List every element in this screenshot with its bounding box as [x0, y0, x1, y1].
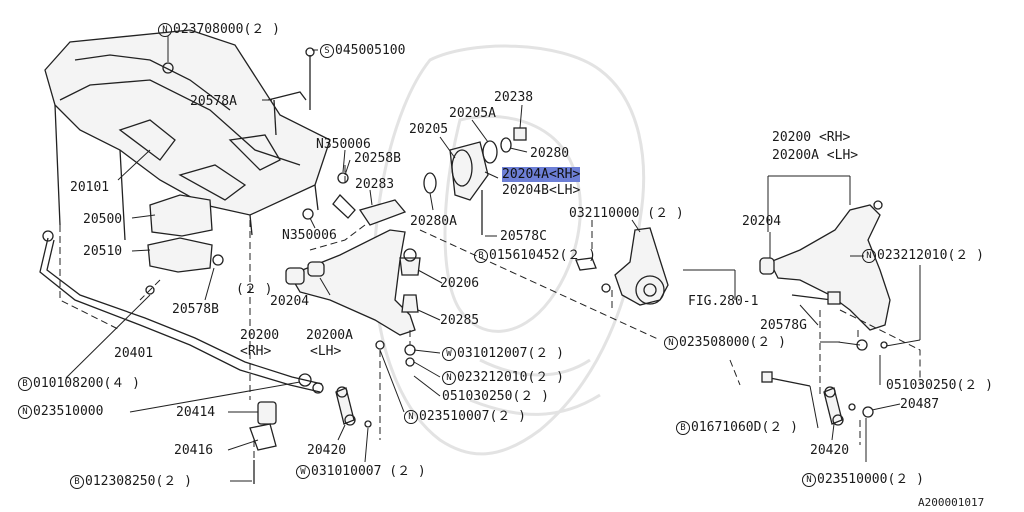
lower-control-arm-left [285, 229, 416, 367]
bolt-badge-icon: B [18, 377, 32, 391]
part-label[interactable]: <RH> [240, 344, 272, 359]
part-label[interactable]: 20200 [240, 328, 280, 343]
part-label[interactable]: 20200A <LH> [772, 148, 859, 163]
steering-knuckle [575, 227, 669, 306]
part-label[interactable]: 051030250(２ ) [442, 389, 549, 404]
washer-badge-icon: W [442, 347, 456, 361]
lower-control-arm-right [759, 200, 891, 351]
part-label[interactable]: FIG.280-1 [688, 294, 759, 309]
part-label[interactable]: 20420 [810, 443, 850, 458]
part-label[interactable]: 20578C [500, 229, 547, 244]
part-label[interactable]: 20285 [440, 313, 480, 328]
leader-lines [65, 36, 921, 482]
nut-badge-icon: N [404, 410, 418, 424]
ball-joint [399, 248, 421, 313]
nut-badge-icon: N [862, 249, 876, 263]
part-label[interactable]: 20238 [494, 90, 534, 105]
part-label-highlighted[interactable]: 20204A<RH> [502, 167, 581, 182]
part-label[interactable]: 20487 [900, 397, 940, 412]
part-label[interactable]: 20578A [190, 94, 237, 109]
part-label[interactable]: 20200A [306, 328, 353, 343]
part-label[interactable]: 20283 [355, 177, 395, 192]
part-label[interactable]: <LH> [310, 344, 342, 359]
stabilizer-bar [39, 230, 324, 484]
nut-badge-icon: N [802, 473, 816, 487]
part-label[interactable]: 20420 [307, 443, 347, 458]
part-label[interactable]: 20510 [83, 244, 123, 259]
part-label[interactable]: 20414 [176, 405, 216, 420]
part-label[interactable]: 20205A [449, 106, 496, 121]
part-label[interactable]: 032110000 (２ ) [569, 206, 684, 221]
part-label[interactable]: 20416 [174, 443, 214, 458]
engine-mounts [145, 62, 224, 295]
dashed-guide-lines [59, 165, 921, 460]
bolt-badge-icon: B [474, 249, 488, 263]
part-label[interactable]: 20280 [530, 146, 570, 161]
bushing-assembly [358, 127, 527, 235]
nut-badge-icon: N [442, 371, 456, 385]
bolt-badge-icon: B [676, 421, 690, 435]
part-label[interactable]: 051030250(２ ) [886, 378, 993, 393]
front-crossmember [44, 29, 331, 241]
part-label[interactable]: 20205 [409, 122, 449, 137]
nut-badge-icon: N [158, 23, 172, 37]
nut-badge-icon: N [18, 405, 32, 419]
part-label[interactable]: 20204 [742, 214, 782, 229]
part-label[interactable]: 20578B [172, 302, 219, 317]
part-label[interactable]: N350006 [282, 228, 337, 243]
nut-badge-icon: N [664, 336, 678, 350]
part-label[interactable]: 20500 [83, 212, 123, 227]
part-label[interactable]: N350006 [316, 137, 371, 152]
part-label[interactable]: 20401 [114, 346, 154, 361]
fasteners-upper [267, 47, 356, 220]
part-label[interactable]: 20204 [270, 294, 310, 309]
part-label[interactable]: 20280A [410, 214, 457, 229]
part-label[interactable]: 20258B [354, 151, 401, 166]
washer-badge-icon: W [296, 465, 310, 479]
part-label[interactable]: 20101 [70, 180, 110, 195]
part-label[interactable]: 20200 <RH> [772, 130, 851, 145]
part-label[interactable]: 20578G [760, 318, 807, 333]
bolt-badge-icon: B [70, 475, 84, 489]
part-label[interactable]: 20204B<LH> [502, 183, 581, 198]
part-label[interactable]: 20206 [440, 276, 480, 291]
diagram-code: A200001017 [918, 496, 985, 509]
screw-badge-icon: S [320, 44, 334, 58]
stabilizer-links [335, 371, 874, 428]
part-label[interactable]: (２ ) [236, 282, 273, 297]
